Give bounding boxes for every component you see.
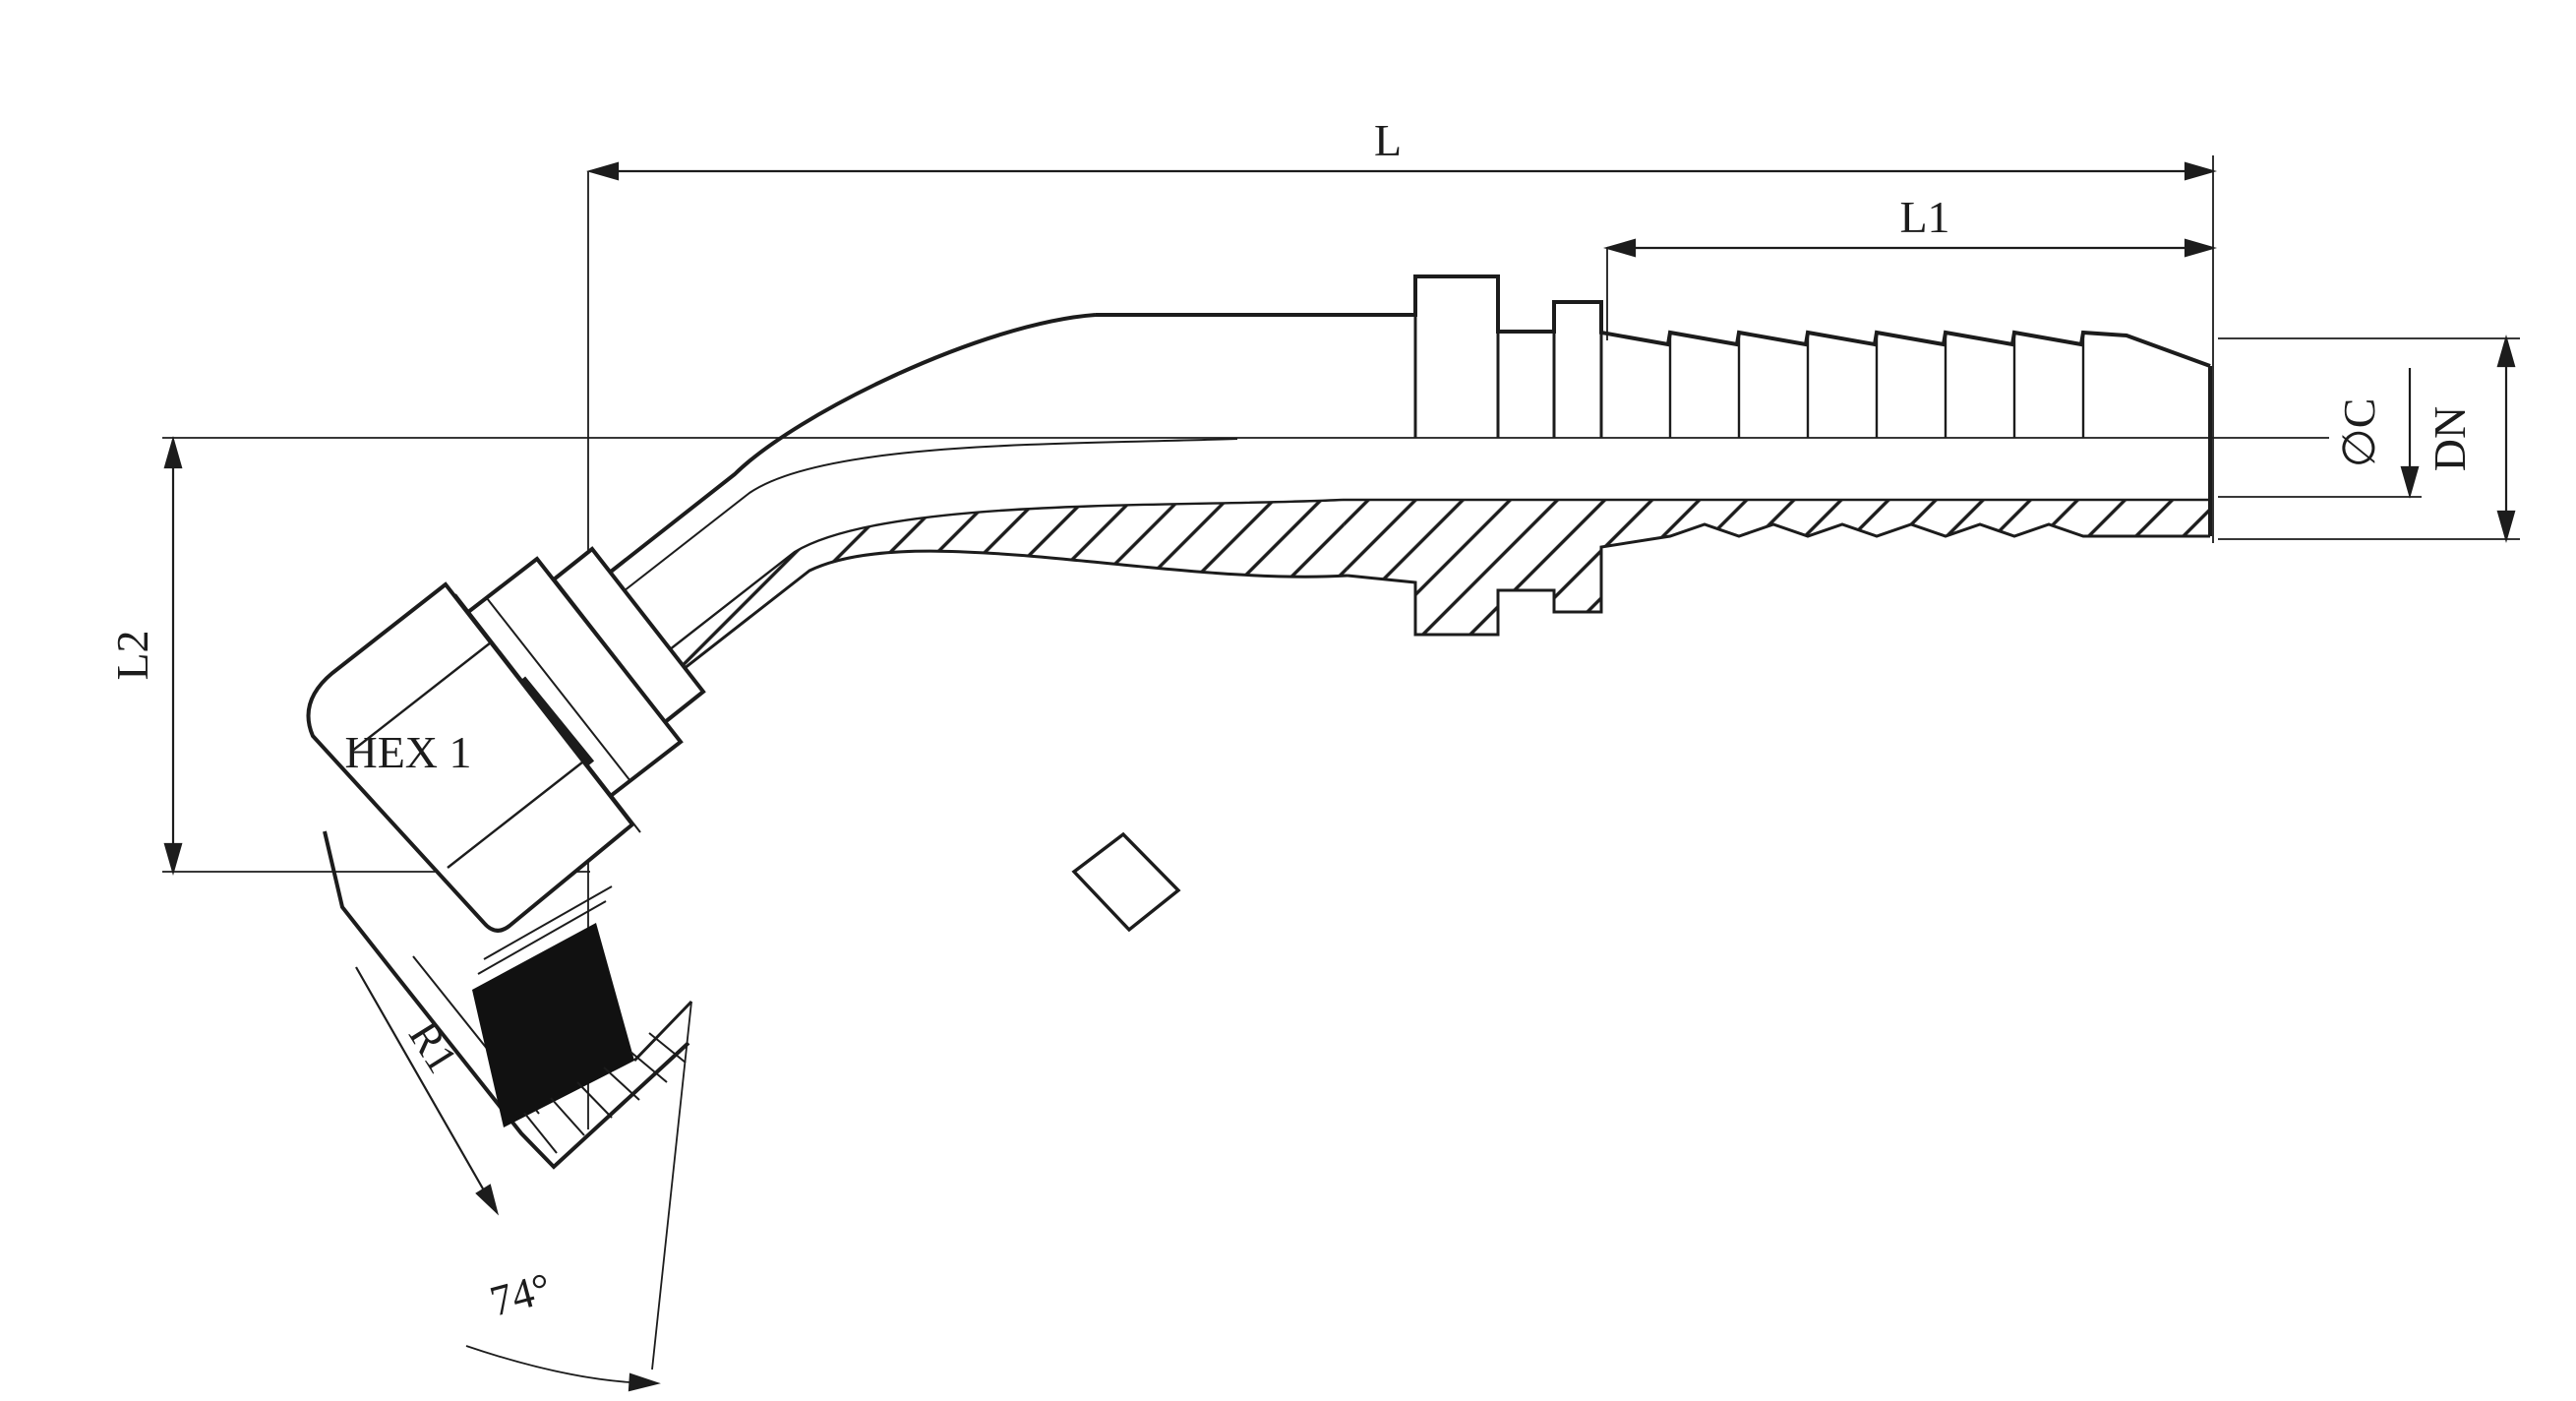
label-length-l2: L2 xyxy=(107,630,157,680)
label-length-l1: L1 xyxy=(1899,192,1949,242)
l-arrow-left xyxy=(585,161,620,181)
dimension-lines xyxy=(163,161,2516,1392)
label-cone-angle-74: 74° xyxy=(485,1263,556,1325)
elbow-bend xyxy=(515,313,1348,755)
nose-outer-profile xyxy=(323,830,690,1170)
thread-end-line-1 xyxy=(483,885,613,960)
collar-edges xyxy=(1413,276,1603,438)
barb-grooves xyxy=(1668,336,2085,438)
bend-bore-lower-curve xyxy=(561,498,1344,735)
thread-section-black xyxy=(472,923,634,1127)
section-hatching xyxy=(562,500,2210,753)
hose-tail-bottom-profile xyxy=(1347,522,2210,637)
l1-arrow-left xyxy=(1602,238,1637,258)
label-diameter-oc: ∅C xyxy=(2334,398,2384,468)
label-nose-radius-r1: R1 xyxy=(399,1013,467,1082)
hose-tail xyxy=(1096,274,2212,637)
section-side-collar xyxy=(1071,831,1181,933)
l2-arrow-top xyxy=(163,435,183,469)
l-arrow-right xyxy=(2184,161,2218,181)
seat-rim-edge xyxy=(632,1000,693,1063)
label-diameter-dn: DN xyxy=(2425,406,2475,471)
l1-arrow-right xyxy=(2184,238,2218,258)
seat-and-nose xyxy=(323,830,693,1170)
thread-end-line-2 xyxy=(477,900,607,975)
hose-tail-top-profile xyxy=(1096,274,2211,368)
socket-step-line xyxy=(486,597,631,782)
hatch-hose-tail xyxy=(1343,500,2210,635)
cone-angle-arc xyxy=(465,1345,650,1384)
cone-angle-arrow xyxy=(628,1372,661,1392)
dn-arrow-top xyxy=(2496,334,2516,368)
bend-outer-curve xyxy=(609,313,1097,574)
label-length-l: L xyxy=(1374,115,1402,165)
hatch-bend xyxy=(562,500,1348,753)
nut-face-chamfer xyxy=(518,676,595,766)
bend-inner-curve xyxy=(575,549,1348,755)
dn-arrow-bottom xyxy=(2496,510,2516,544)
l2-arrow-bottom xyxy=(163,842,183,877)
label-hex-size: HEX 1 xyxy=(344,727,471,777)
hex-nut-outline xyxy=(306,581,635,933)
hex-flat-line-lower xyxy=(447,758,588,869)
nut-face-line xyxy=(454,593,641,833)
hex-nut xyxy=(306,581,641,933)
oc-arrow xyxy=(2400,465,2420,500)
bend-bore-upper-curve xyxy=(515,438,1238,676)
hex-flat-line-upper xyxy=(350,641,492,753)
socket-assembly xyxy=(456,546,1181,933)
r1-arrow xyxy=(475,1184,500,1216)
r1-leader-line xyxy=(355,966,493,1205)
